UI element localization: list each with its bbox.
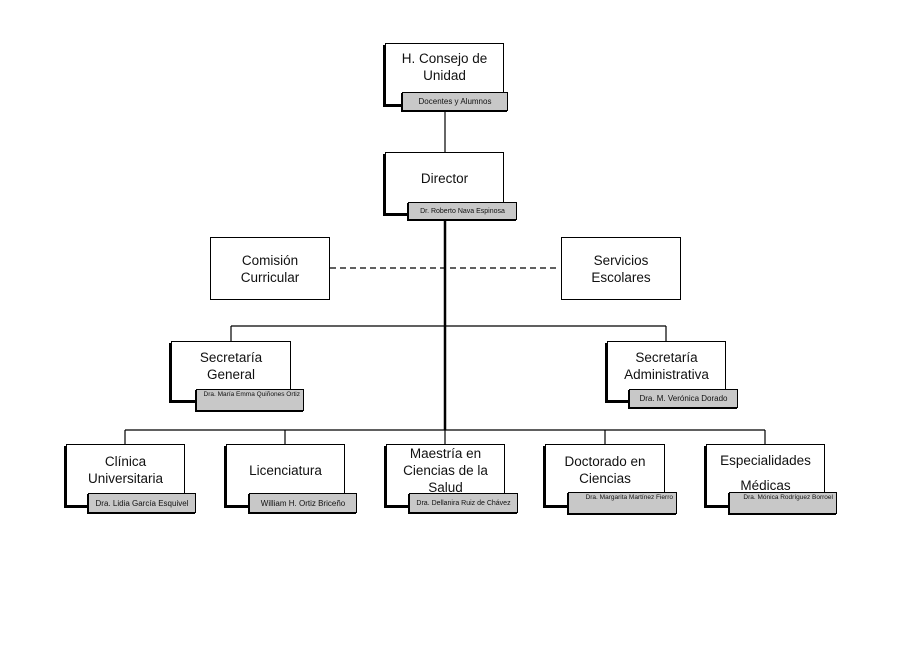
node-servicios-title: Servicios Escolares	[591, 252, 651, 285]
node-licenciatura-tag: William H. Ortiz Briceño	[249, 493, 357, 513]
node-comision: Comisión Curricular	[210, 237, 330, 300]
node-clinica-title: Clínica Universitaria	[87, 454, 164, 486]
node-especialidades-title: Especialidades Médicas	[720, 453, 811, 493]
node-sec-general-title: Secretaría General	[199, 350, 263, 382]
node-doctorado-tag: Dra. Margarita Martínez Fierro	[568, 492, 677, 514]
node-clinica-tag: Dra. Lidia García Esquivel	[88, 493, 196, 513]
node-consejo-tag: Docentes y Alumnos	[402, 92, 508, 111]
node-comision-title: Comisión Curricular	[240, 252, 300, 285]
node-servicios: Servicios Escolares	[561, 237, 681, 300]
node-maestria-title: Maestría en Ciencias de la Salud	[403, 445, 488, 495]
node-consejo-title: H. Consejo de Unidad	[401, 51, 488, 83]
node-licenciatura-title: Licenciatura	[249, 462, 322, 478]
node-sec-admin-title: Secretaría Administrativa	[624, 350, 709, 382]
node-sec-admin-tag: Dra. M. Verónica Dorado	[629, 389, 738, 408]
node-director-tag: Dr. Roberto Nava Espinosa	[408, 202, 517, 220]
node-director-title: Director	[420, 170, 469, 186]
node-maestria-tag: Dra. Dellanira Ruiz de Chávez	[409, 493, 518, 513]
node-doctorado-title: Doctorado en Ciencias	[564, 454, 646, 486]
node-especialidades-tag: Dra. Mónica Rodríguez Borroel	[729, 492, 837, 514]
node-sec-general-tag: Dra. María Emma Quiñones Ortiz	[196, 389, 304, 411]
